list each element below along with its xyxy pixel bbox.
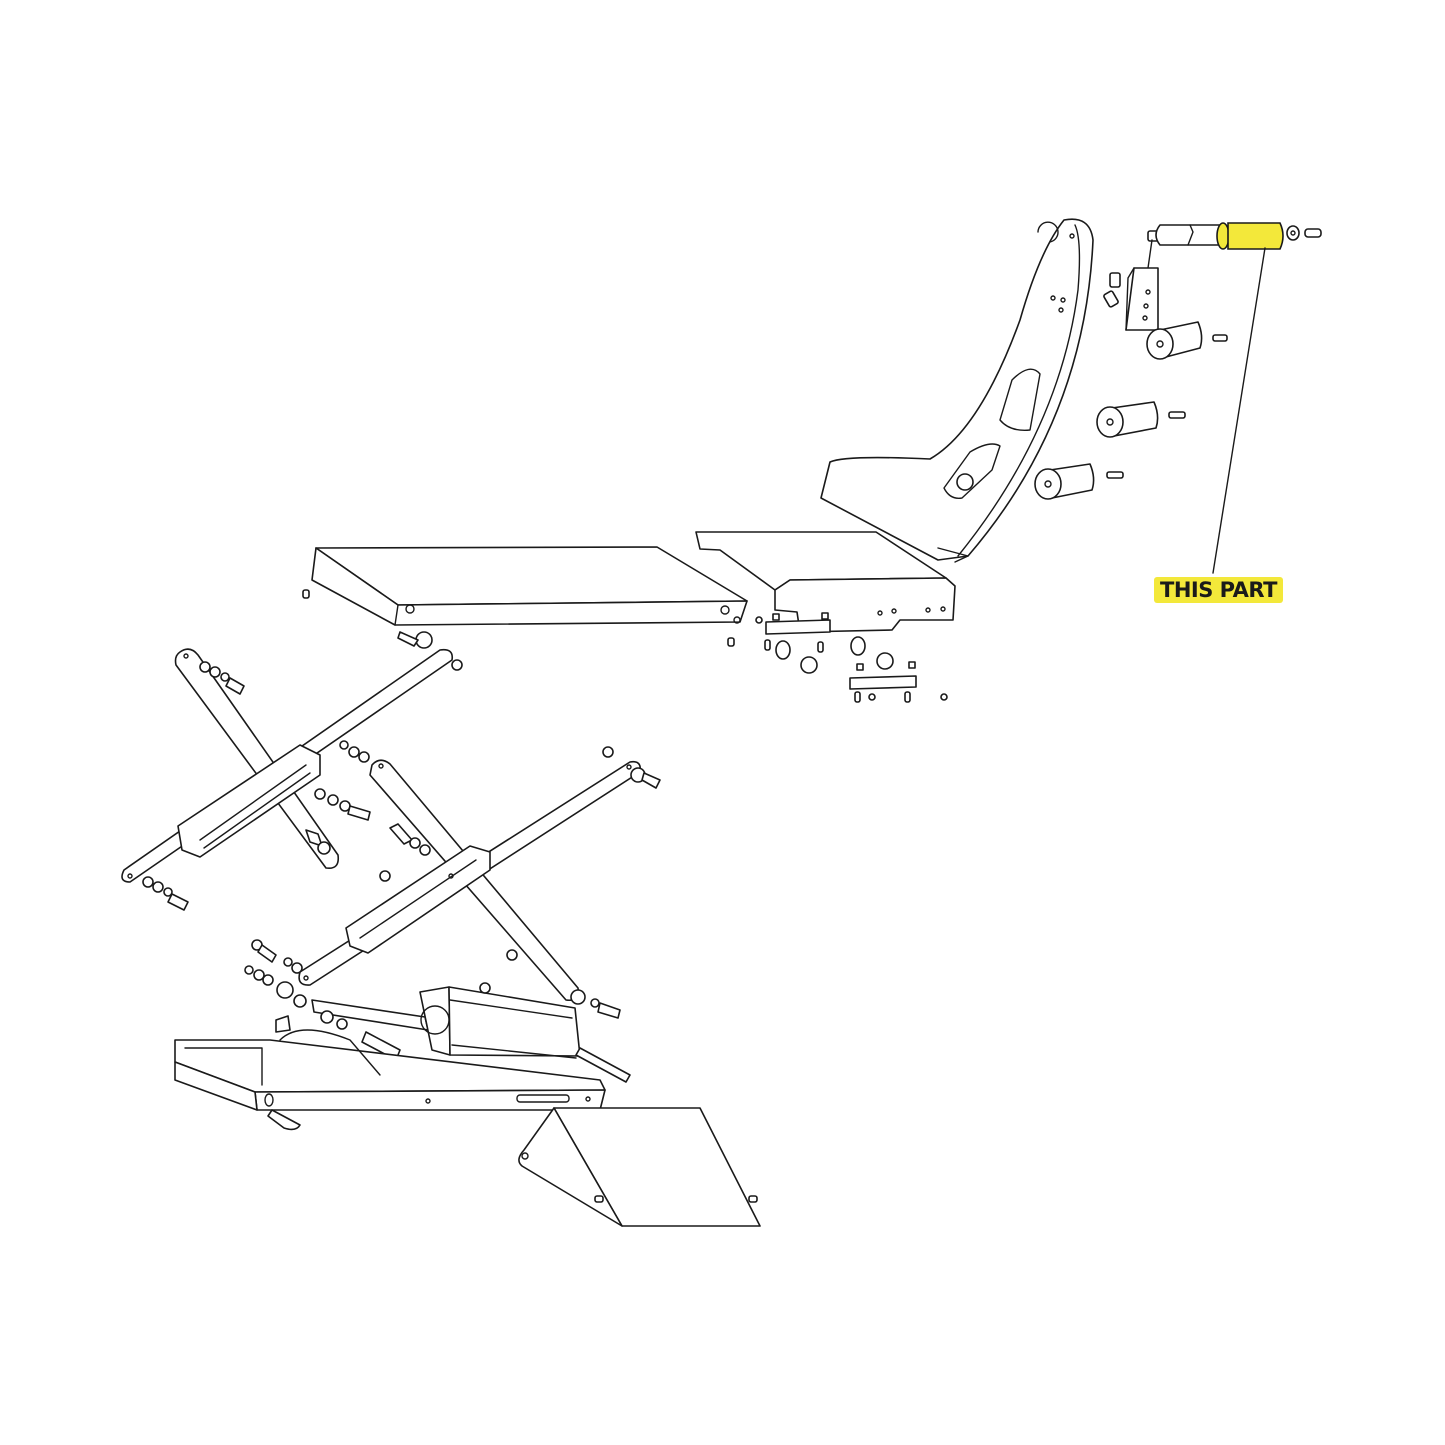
this-part-callout-label: THIS PART: [1154, 577, 1283, 603]
washer-and-bolt: [1286, 225, 1322, 241]
scissor-linkage-upper: [121, 648, 642, 1002]
backrest-side-frame: [820, 218, 1094, 563]
cover-plate: [518, 1107, 761, 1227]
callout-leader-line: [1212, 247, 1266, 574]
actuator: [275, 982, 631, 1083]
valve-block: [1103, 239, 1159, 331]
seat-panel: [302, 546, 748, 647]
scissor-fasteners: [142, 631, 661, 999]
roller-brackets: [755, 612, 948, 703]
highlighted-sleeve: [1216, 222, 1284, 250]
pivot-shaft: [1147, 224, 1223, 246]
roller-spacers: [1034, 321, 1228, 500]
front-panel: [695, 531, 956, 633]
base-frame: [174, 1029, 606, 1131]
